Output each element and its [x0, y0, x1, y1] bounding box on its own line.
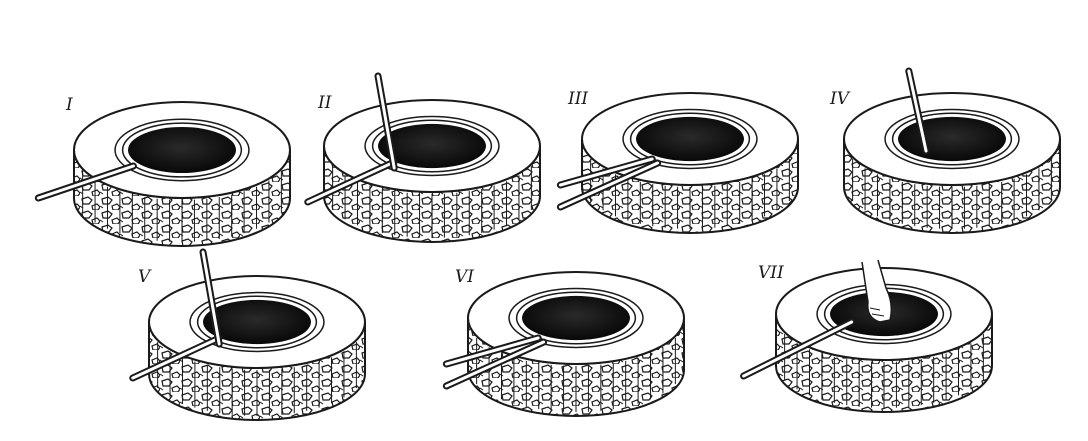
- tire-lever: [34, 162, 137, 202]
- tire-levers: [556, 155, 662, 211]
- step-label: VI: [455, 267, 474, 287]
- hand-icon: [861, 259, 893, 323]
- rim-well: [522, 295, 630, 341]
- bead-ring-outer: [622, 108, 758, 170]
- tread-grooves: [476, 338, 676, 412]
- tire-levers: [740, 318, 856, 380]
- tire-levers: [34, 162, 137, 202]
- rim-flange: [629, 112, 751, 166]
- rim-flange: [121, 122, 243, 178]
- rim-flange: [515, 291, 637, 345]
- tread-grooves: [852, 159, 1052, 229]
- tire-step-1: I: [34, 95, 291, 247]
- tire-levers: [905, 67, 930, 155]
- step-label: IV: [829, 89, 851, 109]
- tread-grooves: [332, 166, 532, 238]
- tire-lever-2: [374, 72, 398, 172]
- rim-well: [128, 126, 236, 174]
- bead-ring-outer: [114, 118, 250, 182]
- rim-flange: [371, 119, 493, 173]
- tire-levers: [442, 334, 548, 390]
- bead-ring-outer: [884, 108, 1020, 170]
- tire-lever-1: [442, 334, 542, 368]
- step-label: III: [567, 89, 588, 109]
- tire-lever-1: [304, 158, 398, 206]
- tire-step-2: II: [304, 72, 541, 243]
- rim-flange: [196, 295, 318, 349]
- tire-lever-2: [199, 248, 223, 348]
- tire-lever-2: [556, 159, 662, 211]
- rim-well: [378, 123, 486, 169]
- rim-well: [203, 299, 311, 345]
- tire-lever: [740, 318, 856, 380]
- tread-grooves: [784, 334, 984, 408]
- step-label: I: [65, 95, 73, 115]
- rim-well: [636, 116, 744, 162]
- tread-grooves: [82, 170, 282, 242]
- bead-ring-outer: [364, 115, 500, 177]
- tire-lever-1: [129, 334, 223, 382]
- bead-ring-outer: [508, 287, 644, 349]
- tire-step-6: VI: [442, 267, 685, 417]
- tread-grooves: [157, 342, 357, 416]
- tire-lever-1: [556, 155, 656, 189]
- tire-step-7: VII: [740, 259, 993, 413]
- step-label: V: [138, 267, 152, 287]
- tire-levers: [304, 72, 398, 206]
- step-label: II: [317, 93, 332, 113]
- tire-levers: [129, 248, 223, 382]
- bead-ring-outer: [189, 291, 325, 353]
- tire-step-4: IV: [829, 67, 1061, 234]
- tire-step-3: III: [556, 89, 799, 234]
- step-label: VII: [758, 263, 784, 283]
- tire-lever: [905, 67, 930, 155]
- rim-well: [898, 116, 1006, 162]
- tire-lever-2: [442, 338, 548, 390]
- tire-step-5: V: [129, 248, 366, 421]
- rim-flange: [891, 112, 1013, 166]
